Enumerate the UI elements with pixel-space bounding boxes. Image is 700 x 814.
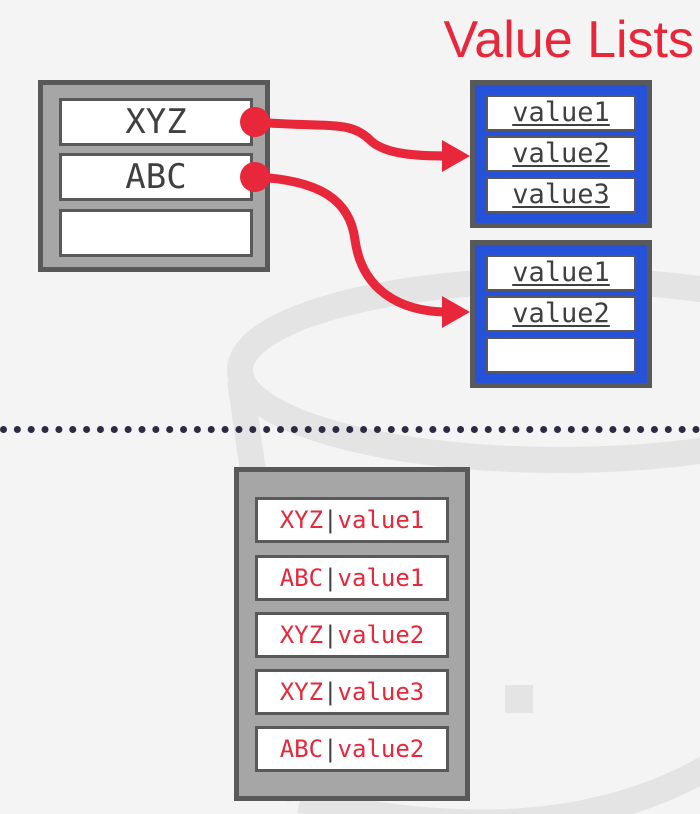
combined-entry-value: value1 [337, 506, 425, 534]
combined-entry: ABC|value1 [255, 555, 449, 601]
combined-entry-key: ABC [279, 735, 324, 763]
value-list-1: value1 value2 value3 [470, 80, 652, 228]
value-list-1-item: value3 [486, 177, 636, 213]
combined-entry-value: value1 [337, 564, 425, 592]
combined-entry: XYZ|value3 [255, 669, 449, 715]
combined-entry-separator: | [323, 506, 338, 534]
combined-entry-key: XYZ [279, 621, 324, 649]
key-slot-abc: ABC [59, 153, 253, 201]
combined-entry-value: value2 [337, 735, 425, 763]
value-list-2: value1 value2 [470, 240, 652, 388]
combined-key-value-box: XYZ|value1 ABC|value1 XYZ|value2 XYZ|val… [234, 467, 470, 801]
value-list-2-item: value1 [486, 255, 636, 291]
combined-entry-key: XYZ [279, 506, 324, 534]
key-slot-empty [59, 209, 253, 257]
combined-entry-separator: | [323, 678, 338, 706]
combined-entry: XYZ|value2 [255, 612, 449, 658]
value-list-1-item: value1 [486, 95, 636, 131]
combined-entry: ABC|value2 [255, 726, 449, 772]
value-list-1-item: value2 [486, 136, 636, 172]
combined-entry: XYZ|value1 [255, 497, 449, 543]
combined-entry-value: value3 [337, 678, 425, 706]
value-list-2-item: value2 [486, 296, 636, 332]
combined-entry-separator: | [323, 621, 338, 649]
combined-entry-separator: | [323, 564, 338, 592]
combined-entry-key: XYZ [279, 678, 324, 706]
key-slot-xyz: XYZ [59, 98, 253, 146]
page-title: Value Lists [443, 11, 694, 69]
combined-entry-separator: | [323, 735, 338, 763]
combined-entry-value: value2 [337, 621, 425, 649]
key-index-box: XYZ ABC [38, 80, 270, 272]
combined-entry-key: ABC [279, 564, 324, 592]
section-divider [0, 426, 700, 433]
value-list-2-item [486, 337, 636, 373]
